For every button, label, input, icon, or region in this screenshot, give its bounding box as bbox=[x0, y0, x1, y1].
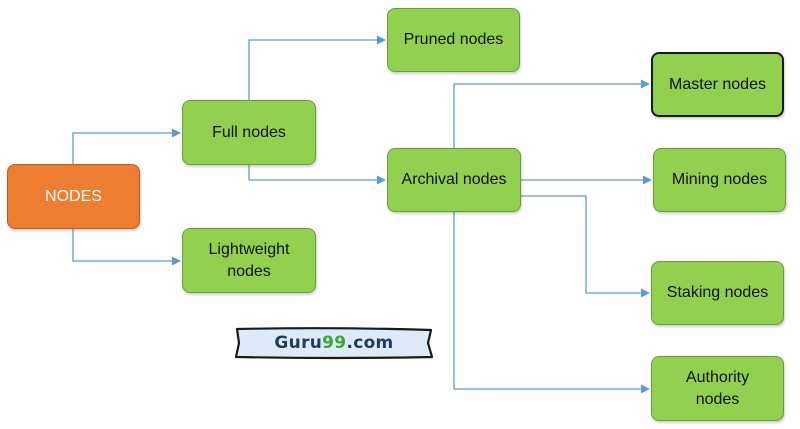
root-node-label: NODES bbox=[45, 187, 102, 205]
authority-nodes-label-line2: nodes bbox=[695, 390, 740, 408]
logo-banner-shape bbox=[234, 327, 434, 360]
connector-full-archival bbox=[248, 165, 386, 185]
connector-nodes-full bbox=[72, 128, 181, 165]
master-nodes-box: Master nodes bbox=[651, 52, 784, 117]
connector-nodes-lightweight bbox=[72, 228, 181, 266]
pruned-nodes-label: Pruned nodes bbox=[403, 31, 504, 48]
connector-full-pruned bbox=[248, 35, 386, 100]
archival-nodes-box: Archival nodes bbox=[387, 148, 521, 212]
authority-nodes-box: Authority nodes bbox=[651, 356, 784, 421]
full-nodes-label: Full nodes bbox=[212, 123, 286, 141]
connector-archival-master bbox=[453, 79, 650, 148]
authority-nodes-label-line1: Authority bbox=[685, 368, 750, 386]
root-node-nodes: NODES bbox=[7, 164, 140, 229]
master-nodes-label: Master nodes bbox=[669, 75, 766, 93]
logo-suffix: .com bbox=[346, 333, 394, 353]
mining-nodes-box: Mining nodes bbox=[653, 148, 786, 212]
archival-nodes-label: Archival nodes bbox=[401, 171, 507, 188]
lightweight-nodes-label-line2: nodes bbox=[227, 262, 271, 280]
lightweight-nodes-box: Lightweight nodes bbox=[182, 228, 316, 293]
logo-prefix: Guru bbox=[274, 333, 323, 353]
connector-archival-authority bbox=[453, 212, 650, 394]
logo-highlight: 99 bbox=[322, 333, 347, 353]
mining-nodes-label: Mining nodes bbox=[671, 171, 768, 188]
pruned-nodes-box: Pruned nodes bbox=[387, 8, 520, 72]
connector-archival-staking bbox=[521, 195, 650, 298]
staking-nodes-box: Staking nodes bbox=[651, 261, 784, 325]
lightweight-nodes-label-line1: Lightweight bbox=[208, 240, 290, 258]
staking-nodes-label: Staking nodes bbox=[666, 284, 769, 301]
full-nodes-box: Full nodes bbox=[182, 100, 316, 165]
